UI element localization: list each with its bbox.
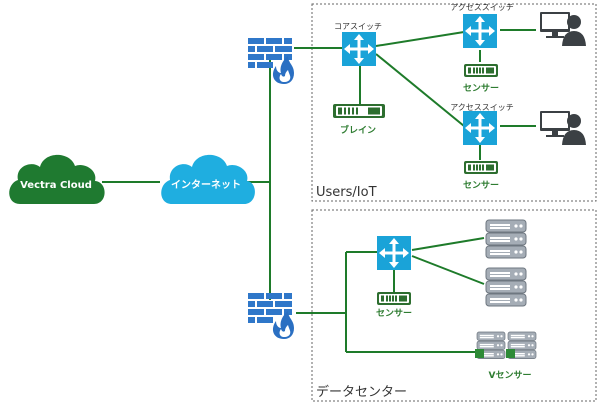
appliance-icon	[464, 161, 498, 174]
datacenter-sensor: センサー	[376, 292, 412, 319]
datacenter-switch	[375, 234, 413, 272]
v-sensor: Vセンサー	[475, 331, 537, 381]
core-switch-label: コアスイッチ	[334, 22, 382, 31]
network-switch-icon	[461, 12, 499, 50]
v-sensor-module-icon	[506, 349, 515, 358]
core-switch: コアスイッチ	[334, 22, 382, 68]
vectra-cloud: Vectra Cloud	[9, 154, 105, 204]
internet-cloud-label: インターネット	[171, 179, 241, 191]
internet-cloud: インターネット	[161, 154, 255, 204]
access-switch-2: アクセススイッチ	[450, 103, 514, 147]
vectra-cloud-label: Vectra Cloud	[20, 180, 92, 191]
user-workstation-icon	[540, 12, 586, 46]
access-switch-1: アクセススイッチ	[450, 3, 514, 50]
connection-lines	[102, 29, 536, 353]
link-core-access2	[375, 53, 465, 127]
datacenter-sensor-label: センサー	[376, 308, 412, 319]
access-switch-2-label: アクセススイッチ	[450, 103, 514, 112]
link-core-access1	[375, 31, 465, 47]
brain-label: ブレイン	[340, 124, 376, 136]
server-icon	[485, 219, 527, 259]
link-dcswitch-server1	[411, 237, 485, 251]
access-switch-1-label: アクセススイッチ	[450, 3, 514, 12]
appliance-icon	[377, 292, 411, 305]
sensor-1: センサー	[463, 64, 499, 94]
link-dcswitch-server2	[411, 255, 485, 285]
sensor-2: センサー	[463, 161, 499, 191]
user-workstation-icon	[540, 111, 586, 145]
users-iot-zone-label: Users/IoT	[316, 185, 377, 200]
v-sensor-label: Vセンサー	[489, 370, 532, 381]
network-switch-icon	[461, 109, 499, 147]
cloud-icon	[161, 154, 255, 204]
network-switch-icon	[340, 30, 378, 68]
sensor-2-label: センサー	[463, 180, 499, 191]
datacenter-zone-label: データセンター	[316, 384, 407, 400]
brain-appliance: ブレイン	[333, 104, 385, 136]
users-iot-zone-border	[311, 3, 597, 202]
server-icon	[485, 267, 527, 307]
sensor-1-label: センサー	[463, 83, 499, 94]
cloud-icon	[9, 154, 105, 204]
network-switch-icon	[375, 234, 413, 272]
datacenter-zone-border	[311, 209, 597, 402]
v-sensor-module-icon	[475, 349, 484, 358]
appliance-icon	[464, 64, 498, 77]
